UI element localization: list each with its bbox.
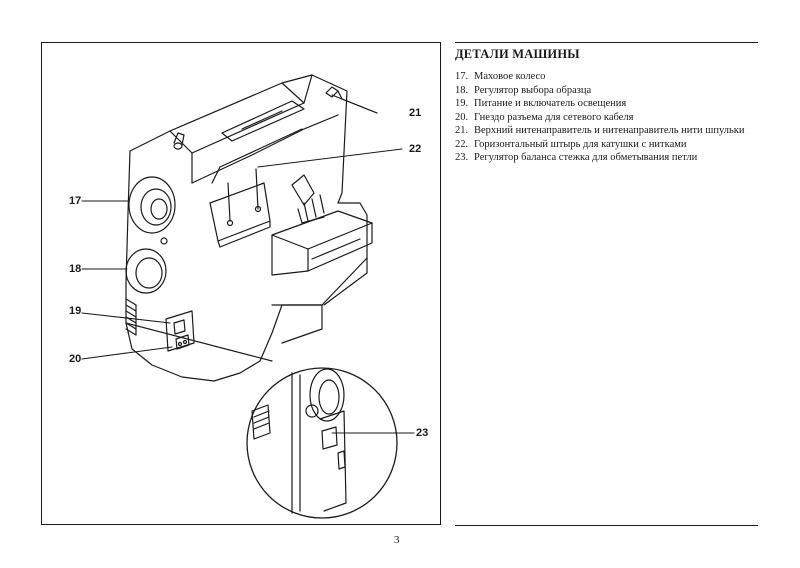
item-number: 21. [455, 125, 469, 136]
parts-list: 17. Маховое колесо 18. Регулятор выбора об… [455, 70, 755, 165]
top-rule [455, 42, 758, 43]
item-text: Верхний нитенаправитель и нитенаправител… [474, 125, 745, 136]
bottom-rule [455, 525, 758, 526]
item-number: 17. [455, 71, 469, 82]
item-number: 19. [455, 98, 469, 109]
callout-19: 19 [69, 305, 82, 317]
machine-figure-frame: 17 18 19 20 21 22 23 [41, 42, 441, 525]
callout-18: 18 [69, 263, 82, 275]
list-item: 17. Маховое колесо [455, 70, 755, 84]
list-item: 20. Гнездо разъема для сетевого кабеля [455, 111, 755, 125]
item-text: Регулятор баланса стежка для обметывания… [474, 152, 698, 163]
item-number: 22. [455, 138, 469, 150]
item-text: Маховое колесо [474, 71, 546, 82]
item-number: 20. [455, 111, 469, 123]
item-text: Горизонтальный штырь для катушки с нитка… [474, 138, 687, 150]
list-item: 19. Питание и включатель освещения [455, 97, 755, 111]
callout-17: 17 [69, 195, 82, 207]
item-text: Регулятор выбора образца [474, 84, 592, 96]
item-number: 23. [455, 152, 469, 163]
list-item: 23. Регулятор баланса стежка для обметыва… [455, 151, 755, 165]
item-number: 18. [455, 84, 469, 96]
item-text: Гнездо разъема для сетевого кабеля [474, 111, 634, 123]
sewing-machine-illustration [81, 74, 415, 519]
callout-23: 23 [416, 427, 429, 439]
page-number: 3 [394, 534, 400, 546]
list-item: 18. Регулятор выбора образца [455, 84, 755, 98]
section-title: ДЕТАЛИ МАШИНЫ [455, 47, 580, 61]
list-item: 21. Верхний нитенаправитель и нитенаправи… [455, 124, 755, 138]
item-text: Питание и включатель освещения [474, 98, 627, 109]
callout-20: 20 [69, 353, 82, 365]
callout-21: 21 [409, 107, 422, 119]
callout-22: 22 [409, 143, 422, 155]
list-item: 22. Горизонтальный штырь для катушки с ни… [455, 138, 755, 152]
